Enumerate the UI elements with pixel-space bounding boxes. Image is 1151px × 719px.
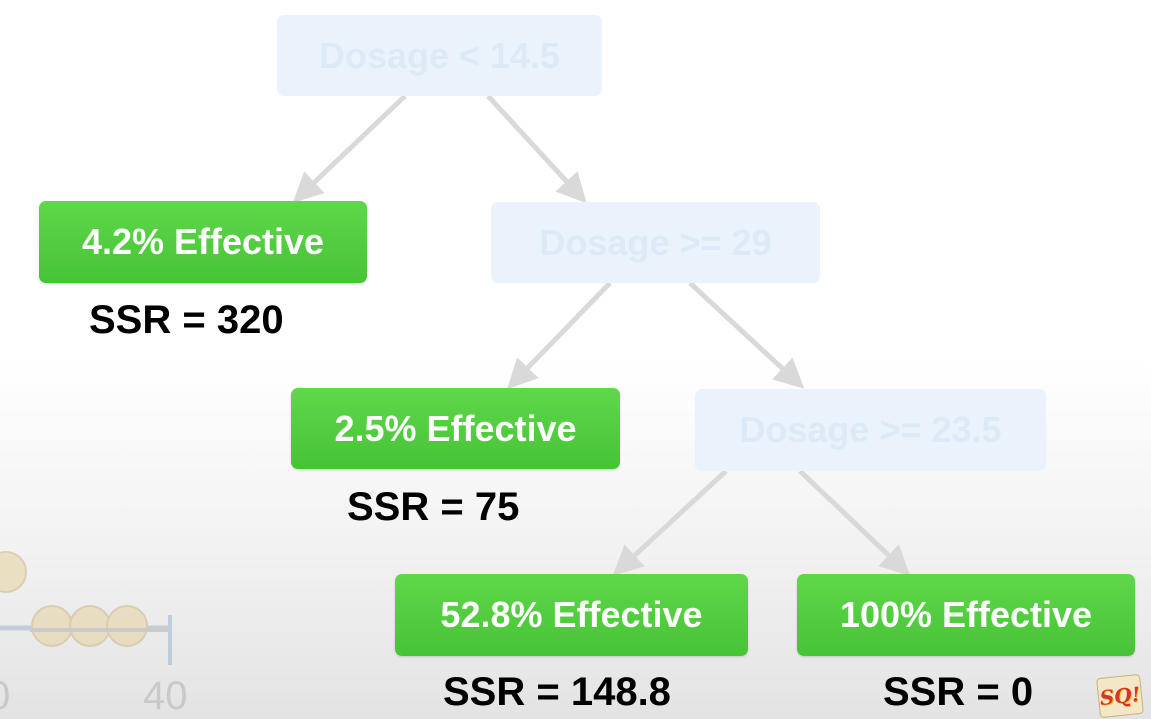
ssr-leaf-52-8: SSR = 148.8: [443, 670, 671, 714]
split-29-decision-node: Dosage >= 29: [491, 202, 820, 283]
background-dot: [0, 551, 27, 593]
ssr-leaf-100: SSR = 0: [883, 670, 1034, 714]
edge-split-23-5-to-leaf-100: [798, 469, 911, 576]
leaf-4-2-label: 4.2% Effective: [81, 221, 325, 262]
channel-logo: SQ!: [1096, 673, 1144, 719]
split-23-5-decision-node: Dosage >= 23.5: [695, 389, 1046, 471]
leaf-2-5-effective: 2.5% Effective: [291, 388, 620, 469]
leaf-52-8-effective: 52.8% Effective: [395, 574, 748, 656]
background-dot: [31, 605, 73, 647]
root-decision-label: Dosage < 14.5: [318, 34, 561, 76]
leaf-2-5-label: 2.5% Effective: [334, 407, 577, 449]
ssr-leaf-2-5: SSR = 75: [347, 485, 520, 529]
background-plot-remnant: [0, 551, 172, 665]
root-decision-node: Dosage < 14.5: [277, 15, 602, 96]
channel-logo-text: SQ!: [1098, 681, 1142, 711]
edge-split-23-5-to-leaf-52-8: [612, 469, 728, 576]
background-axis-tick-0: 0: [0, 674, 10, 719]
leaf-4-2-effective: 4.2% Effective: [39, 201, 367, 283]
background-axis-tick-40: 40: [143, 674, 188, 718]
leaf-100-label: 100% Effective: [839, 594, 1093, 635]
leaf-52-8-label: 52.8% Effective: [440, 594, 703, 635]
split-23-5-decision-label: Dosage >= 23.5: [739, 409, 1002, 450]
background-dot: [106, 605, 148, 647]
edge-split-29-to-leaf-2-5: [507, 281, 612, 390]
edge-split-29-to-split-23-5: [688, 281, 805, 389]
edge-root-to-split-29: [486, 94, 587, 204]
background-dot: [69, 605, 111, 647]
ssr-leaf-4-2: SSR = 320: [89, 298, 284, 342]
split-29-decision-label: Dosage >= 29: [539, 221, 772, 263]
leaf-100-effective: 100% Effective: [797, 574, 1135, 656]
edge-root-to-leaf-4-2: [292, 94, 407, 203]
